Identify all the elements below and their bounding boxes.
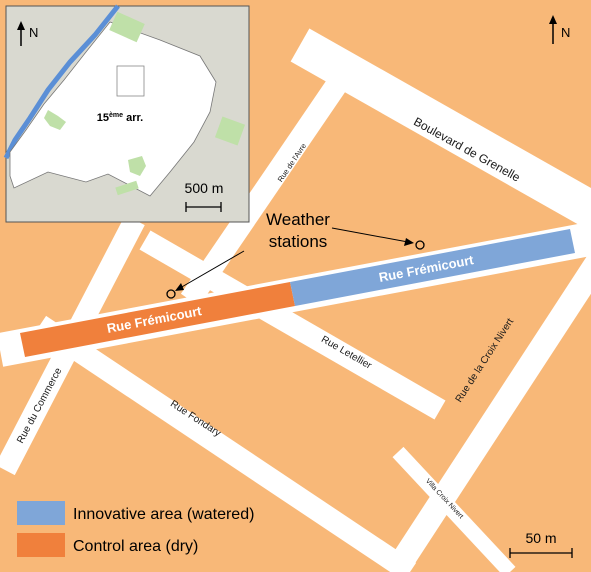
- inset-north-label: N: [29, 25, 38, 40]
- road-boulevard-grenelle: [290, 28, 591, 232]
- inset-map: N 15ème arr. 500 m: [3, 4, 250, 223]
- arrow-head-innovative: [404, 238, 414, 246]
- river-seine: [3, 4, 120, 160]
- weather-stations-label-line1: Weather: [266, 210, 330, 229]
- legend-swatch-control: [17, 533, 65, 557]
- road-rue-croix-nivert: [384, 251, 591, 572]
- arrow-to-control-station: [179, 250, 245, 289]
- inset-scale-label: 500 m: [185, 180, 224, 196]
- legend-swatch-innovative: [17, 501, 65, 525]
- road-rue-fondary: [33, 315, 417, 572]
- scale-bar: [509, 548, 573, 558]
- district-15-outline: [9, 21, 217, 197]
- road-villa-croix-nivert: [392, 446, 516, 572]
- inset-scale-bar: [185, 202, 222, 212]
- inset-building-square: [116, 65, 145, 97]
- north-label: N: [561, 25, 570, 40]
- legend-label-innovative: Innovative area (watered): [73, 506, 254, 523]
- weather-station-innovative: [415, 240, 425, 250]
- innovative-area-segment: [290, 229, 575, 306]
- legend-label-control: Control area (dry): [73, 538, 198, 555]
- control-area-segment: [20, 282, 295, 357]
- inset-north-arrowhead-icon: [17, 21, 25, 30]
- weather-stations-label-line2: stations: [269, 232, 328, 251]
- inset-district-label: 15ème arr.: [97, 112, 143, 124]
- road-rue-avre: [180, 73, 350, 307]
- scale-label: 50 m: [525, 530, 556, 546]
- legend: Innovative area (watered) Control area (…: [17, 501, 254, 557]
- road-rue-letellier: [139, 230, 446, 420]
- arrow-to-innovative-station: [331, 227, 409, 243]
- north-arrow-icon: [549, 15, 557, 44]
- weather-station-control: [166, 289, 176, 299]
- inset-parks: [44, 11, 246, 196]
- arrow-head-control: [175, 283, 184, 291]
